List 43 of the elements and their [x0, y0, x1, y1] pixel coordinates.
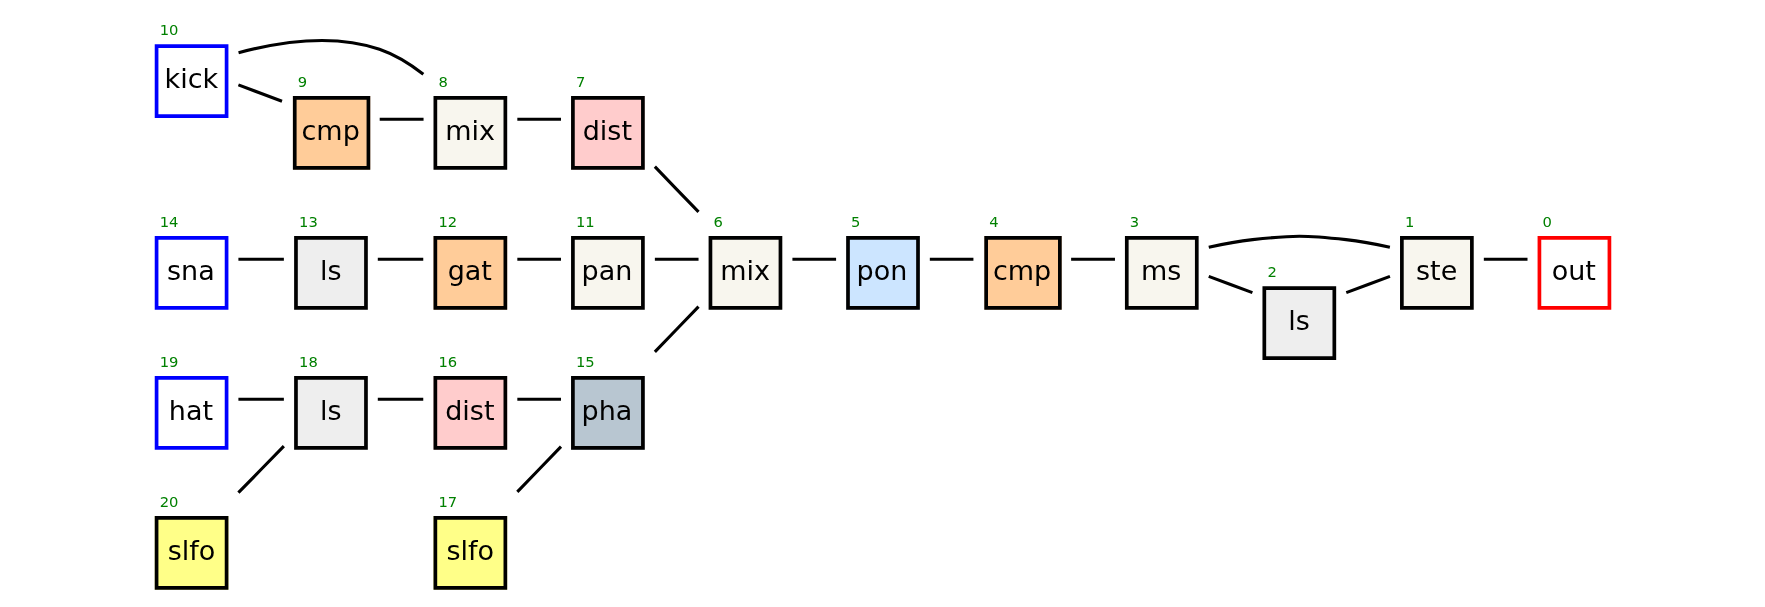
connector	[1483, 257, 1527, 261]
node-label: 19	[159, 352, 178, 370]
node-label: 18	[298, 352, 318, 370]
node-label: 9	[297, 72, 307, 90]
connector	[654, 257, 699, 261]
connector	[515, 445, 562, 493]
connector	[237, 257, 284, 261]
node-label: 12	[437, 212, 457, 230]
connector	[236, 445, 285, 494]
connector	[237, 39, 424, 76]
connector	[1070, 257, 1115, 261]
node-label: 4	[988, 212, 999, 230]
connector	[516, 257, 561, 261]
node-label: 3	[1129, 212, 1139, 230]
node-label: 11	[575, 212, 595, 230]
connector	[377, 397, 423, 401]
connector	[516, 397, 561, 401]
connector	[653, 165, 700, 213]
node-label: 6	[713, 212, 723, 230]
node-label: 2	[1266, 263, 1277, 281]
node-label: 13	[298, 212, 318, 230]
node-label: 14	[159, 212, 178, 230]
connector	[377, 257, 423, 261]
connector	[1207, 274, 1253, 295]
connector	[929, 257, 973, 261]
node-label: 15	[575, 352, 595, 370]
node-label: 5	[850, 212, 860, 230]
connector	[1207, 234, 1390, 249]
node-label: 7	[575, 72, 585, 90]
connector	[1345, 274, 1390, 295]
connector	[379, 117, 424, 121]
node-label: 8	[437, 72, 448, 90]
node-label: 1	[1404, 212, 1414, 230]
connector	[237, 397, 284, 401]
connector	[237, 83, 283, 103]
node-label: 17	[437, 492, 457, 510]
connector	[653, 305, 700, 353]
node-label: 0	[1541, 212, 1552, 230]
connector	[791, 257, 836, 261]
connector	[516, 117, 561, 121]
node-label: 10	[159, 21, 178, 39]
node-label: 16	[437, 352, 457, 370]
node-label: 20	[159, 492, 178, 510]
